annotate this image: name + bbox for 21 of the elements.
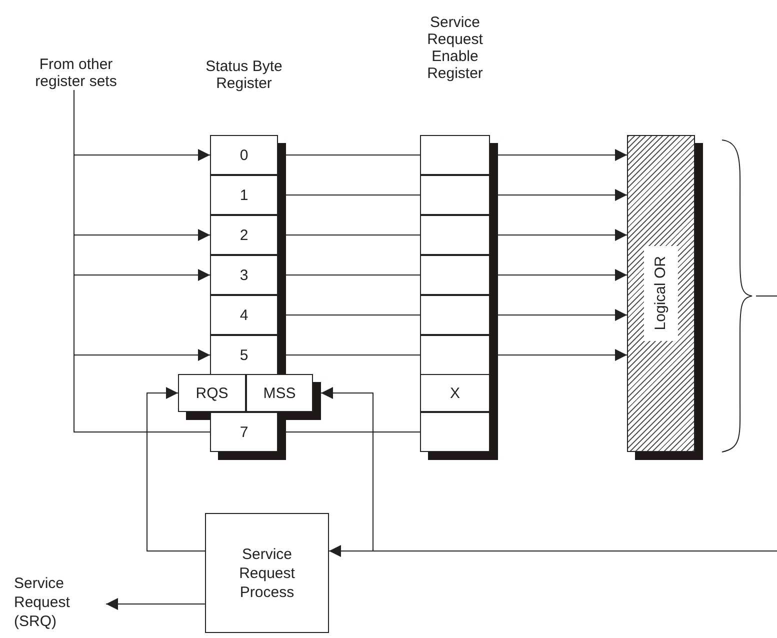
arrow bbox=[106, 598, 206, 610]
arrow bbox=[146, 387, 206, 552]
connector-line bbox=[286, 234, 420, 236]
signal-label: From other register sets bbox=[34, 56, 118, 90]
block-label: Logical OR bbox=[650, 256, 670, 331]
arrow bbox=[498, 189, 628, 201]
arrow bbox=[498, 149, 628, 161]
arrow bbox=[498, 269, 628, 281]
connector-line bbox=[74, 90, 210, 432]
process-box: Service Request Process bbox=[205, 513, 329, 633]
arrow bbox=[498, 309, 628, 321]
arrow bbox=[498, 229, 628, 241]
register-heading: Service Request Enable Register bbox=[426, 14, 484, 82]
signal-label: Service Request (SRQ) bbox=[14, 574, 71, 631]
arrow bbox=[498, 349, 628, 361]
connector-line bbox=[286, 154, 420, 156]
connector-line bbox=[286, 354, 420, 356]
register-heading: Status Byte Register bbox=[204, 58, 284, 92]
connector-line bbox=[286, 194, 420, 196]
connector-line bbox=[286, 274, 420, 276]
connector-line bbox=[286, 314, 420, 316]
